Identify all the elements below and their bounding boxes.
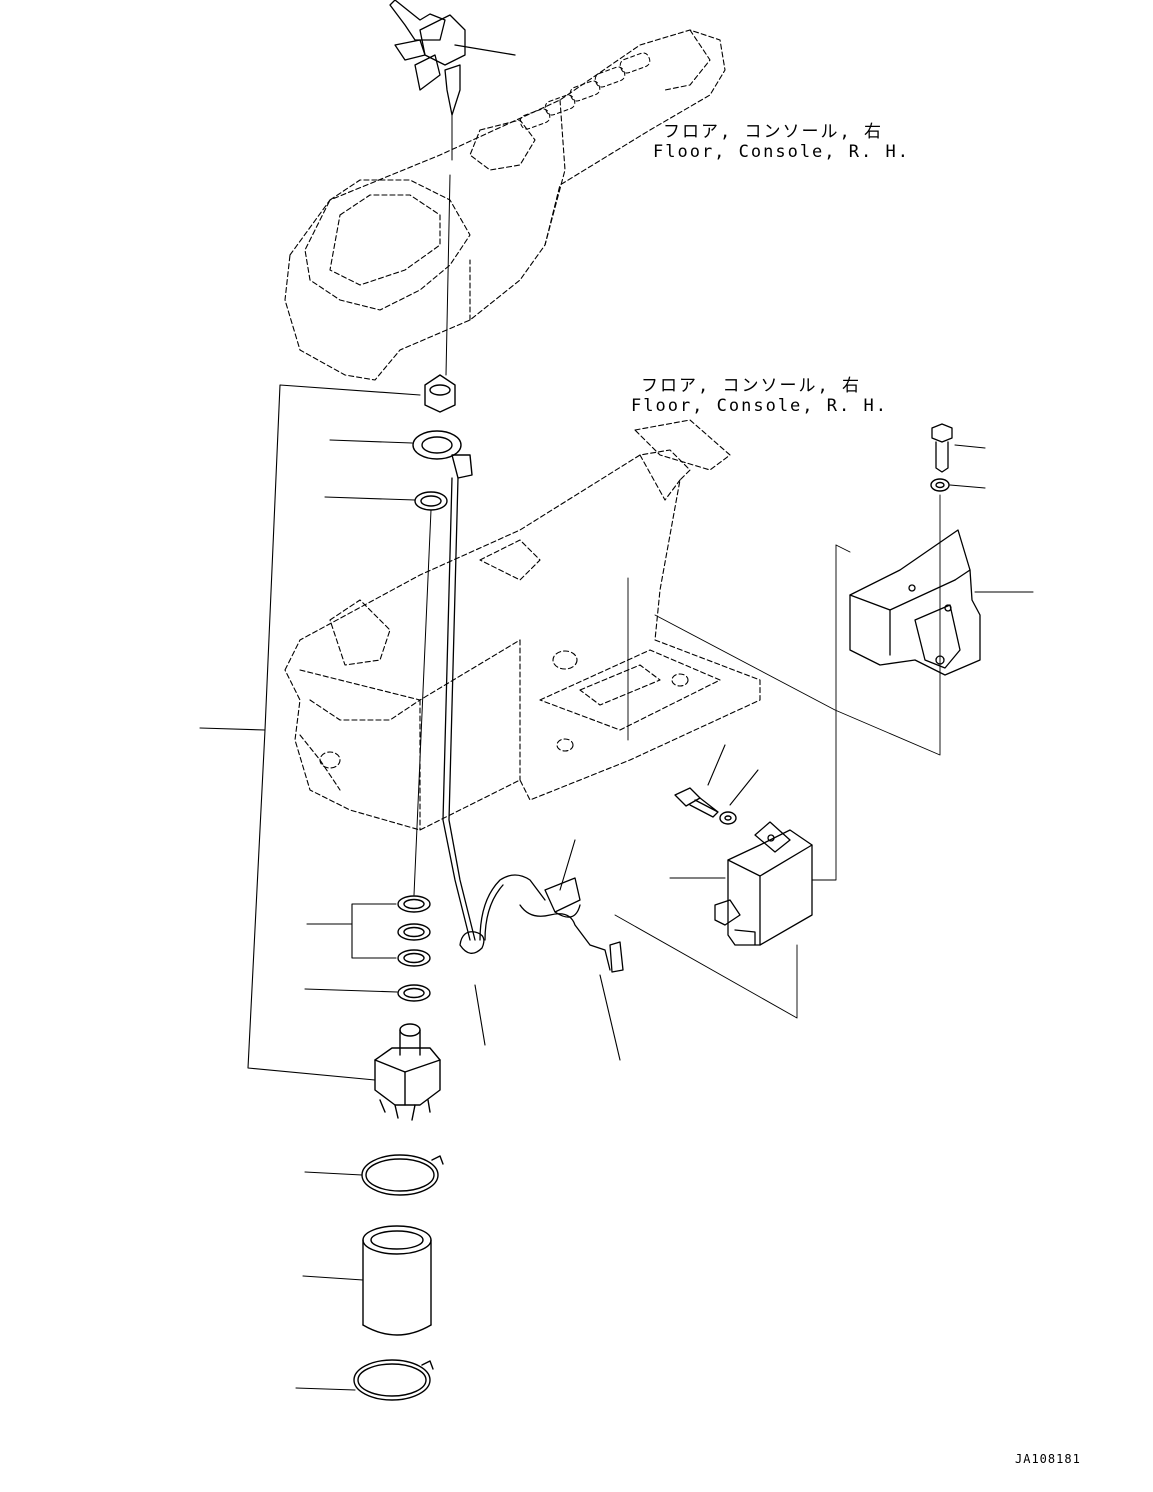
washer-top [414,491,448,511]
washer-4 [397,984,431,1002]
centre-line [413,114,453,896]
washer-large [930,478,950,492]
callout-en: Floor, Console, R. H. [653,142,910,162]
bolt-large [931,423,953,473]
protective-sleeve [362,1225,432,1336]
key-switch-parts [353,374,473,1401]
washer-1 [397,895,431,913]
wire-harness [442,477,624,973]
washer-3 [397,949,431,967]
key-switch-body [374,1023,441,1121]
key-set [389,0,516,116]
bolt-small [674,787,719,818]
floor-console-frame [284,419,761,831]
switch-ring-tab [412,430,473,479]
callout-en: Floor, Console, R. H. [631,396,888,416]
washer-2 [397,923,431,941]
switch-bezel [424,374,456,413]
drawing-code: JA108181 [1015,1452,1081,1466]
washer-small [719,811,737,825]
cover-bracket [849,529,981,676]
leader-lines [199,384,1034,1391]
clamp-band-top [361,1154,444,1196]
callout-floor-console-upper: フロア, コンソール, 右 Floor, Console, R. H. [653,122,910,162]
callout-jp: フロア, コンソール, 右 [663,122,883,142]
console-top-cover [284,29,726,381]
controller-unit [714,821,813,946]
console-slot-windows [519,52,651,130]
callout-jp: フロア, コンソール, 右 [641,376,861,396]
clamp-band-bottom [353,1359,434,1401]
callout-floor-console-lower: フロア, コンソール, 右 Floor, Console, R. H. [631,376,888,416]
assembly-lines [614,494,941,1019]
